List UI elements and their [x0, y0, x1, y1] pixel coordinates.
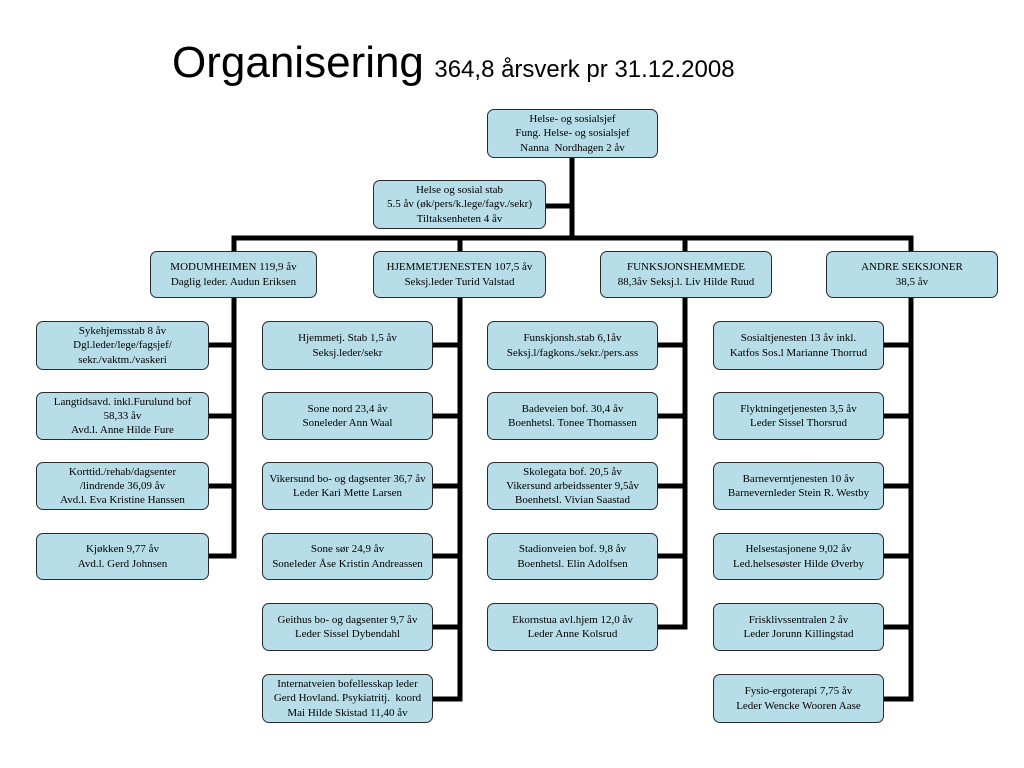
unit-box-label: Internatveien bofellesskap leder Gerd Ho…: [273, 678, 422, 719]
unit-box-label: Langtidsavd. inkl.Furulund bof 58,33 åv …: [53, 395, 192, 437]
unit-box: Sone nord 23,4 åv Soneleder Ann Waal: [262, 392, 433, 440]
unit-box: Frisklivssentralen 2 åv Leder Jorunn Kil…: [713, 603, 884, 651]
unit-box: Geithus bo- og dagsenter 9,7 åv Leder Si…: [262, 603, 433, 651]
title-subtitle: 364,8 årsverk pr 31.12.2008: [434, 56, 735, 83]
unit-box: Langtidsavd. inkl.Furulund bof 58,33 åv …: [36, 392, 209, 440]
unit-box-label: Korttid./rehab/dagsenter /lindrende 36,0…: [60, 465, 185, 507]
unit-box: Sone sør 24,9 åv Soneleder Åse Kristin A…: [262, 533, 433, 580]
unit-box-label: Skolegata bof. 20,5 åv Vikersund arbeids…: [506, 465, 639, 507]
unit-box-label: Funskjonsh.stab 6,1åv Seksj.l/fagkons./s…: [506, 332, 639, 359]
unit-box: Badeveien bof. 30,4 åv Boenhetsl. Tonee …: [487, 392, 658, 440]
unit-box: Skolegata bof. 20,5 åv Vikersund arbeids…: [487, 462, 658, 510]
unit-box: Helsestasjonene 9,02 åv Led.helsesøster …: [713, 533, 884, 580]
department-header-label: HJEMMETJENESTEN 107,5 åv Seksj.leder Tur…: [386, 261, 533, 288]
title-main: Organisering: [172, 38, 424, 87]
unit-box-label: Frisklivssentralen 2 åv Leder Jorunn Kil…: [743, 613, 854, 640]
unit-box-label: Sone nord 23,4 åv Soneleder Ann Waal: [302, 402, 393, 429]
unit-box: Sosialtjenesten 13 åv inkl. Katfos Sos.l…: [713, 321, 884, 370]
department-header-andre-seksjoner: ANDRE SEKSJONER 38,5 åv: [826, 251, 998, 298]
org-box-staff: Helse og sosial stab 5.5 åv (øk/pers/k.l…: [373, 180, 546, 229]
unit-box: Internatveien bofellesskap leder Gerd Ho…: [262, 674, 433, 723]
unit-box-label: Ekornstua avl.hjem 12,0 åv Leder Anne Ko…: [512, 613, 633, 640]
unit-box: Vikersund bo- og dagsenter 36,7 åv Leder…: [262, 462, 433, 510]
unit-box: Funskjonsh.stab 6,1åv Seksj.l/fagkons./s…: [487, 321, 658, 370]
unit-box-label: Hjemmetj. Stab 1,5 åv Seksj.leder/sekr: [298, 332, 397, 359]
department-header-label: MODUMHEIMEN 119,9 åv Daglig leder. Audun…: [170, 261, 297, 288]
unit-box: Hjemmetj. Stab 1,5 åv Seksj.leder/sekr: [262, 321, 433, 370]
department-header-label: ANDRE SEKSJONER 38,5 åv: [861, 261, 963, 288]
unit-box-label: Flyktningetjenesten 3,5 åv Leder Sissel …: [740, 402, 857, 429]
unit-box-label: Kjøkken 9,77 åv Avd.l. Gerd Johnsen: [77, 543, 168, 570]
unit-box-label: Vikersund bo- og dagsenter 36,7 åv Leder…: [269, 472, 426, 499]
org-box-chief-label: Helse- og sosialsjef Fung. Helse- og sos…: [515, 113, 630, 154]
department-header-hjemmetjenesten: HJEMMETJENESTEN 107,5 åv Seksj.leder Tur…: [373, 251, 546, 298]
department-header-label: FUNKSJONSHEMMEDE 88,3åv Seksj.l. Liv Hil…: [617, 261, 755, 288]
page-title: Organisering 364,8 årsverk pr 31.12.2008: [172, 38, 735, 88]
department-header-funksjonshemmede: FUNKSJONSHEMMEDE 88,3åv Seksj.l. Liv Hil…: [600, 251, 772, 298]
unit-box: Sykehjemsstab 8 åv Dgl.leder/lege/fagsje…: [36, 321, 209, 370]
unit-box: Barneverntjenesten 10 åv Barnevernleder …: [713, 462, 884, 510]
unit-box-label: Sykehjemsstab 8 åv Dgl.leder/lege/fagsje…: [73, 325, 172, 366]
unit-box-label: Helsestasjonene 9,02 åv Led.helsesøster …: [732, 543, 865, 570]
unit-box-label: Fysio-ergoterapi 7,75 åv Leder Wencke Wo…: [736, 685, 861, 712]
unit-box: Korttid./rehab/dagsenter /lindrende 36,0…: [36, 462, 209, 510]
unit-box: Fysio-ergoterapi 7,75 åv Leder Wencke Wo…: [713, 674, 884, 723]
unit-box: Flyktningetjenesten 3,5 åv Leder Sissel …: [713, 392, 884, 440]
unit-box-label: Sone sør 24,9 åv Soneleder Åse Kristin A…: [272, 543, 423, 570]
unit-box: Stadionveien bof. 9,8 åv Boenhetsl. Elin…: [487, 533, 658, 580]
org-box-chief: Helse- og sosialsjef Fung. Helse- og sos…: [487, 109, 658, 158]
unit-box-label: Badeveien bof. 30,4 åv Boenhetsl. Tonee …: [508, 402, 637, 429]
unit-box-label: Barneverntjenesten 10 åv Barnevernleder …: [727, 472, 870, 499]
unit-box: Kjøkken 9,77 åv Avd.l. Gerd Johnsen: [36, 533, 209, 580]
unit-box: Ekornstua avl.hjem 12,0 åv Leder Anne Ko…: [487, 603, 658, 651]
unit-box-label: Sosialtjenesten 13 åv inkl. Katfos Sos.l…: [729, 332, 868, 359]
unit-box-label: Geithus bo- og dagsenter 9,7 åv Leder Si…: [277, 613, 418, 640]
org-box-staff-label: Helse og sosial stab 5.5 åv (øk/pers/k.l…: [387, 184, 532, 225]
department-header-modumheimen: MODUMHEIMEN 119,9 åv Daglig leder. Audun…: [150, 251, 317, 298]
unit-box-label: Stadionveien bof. 9,8 åv Boenhetsl. Elin…: [517, 543, 628, 570]
